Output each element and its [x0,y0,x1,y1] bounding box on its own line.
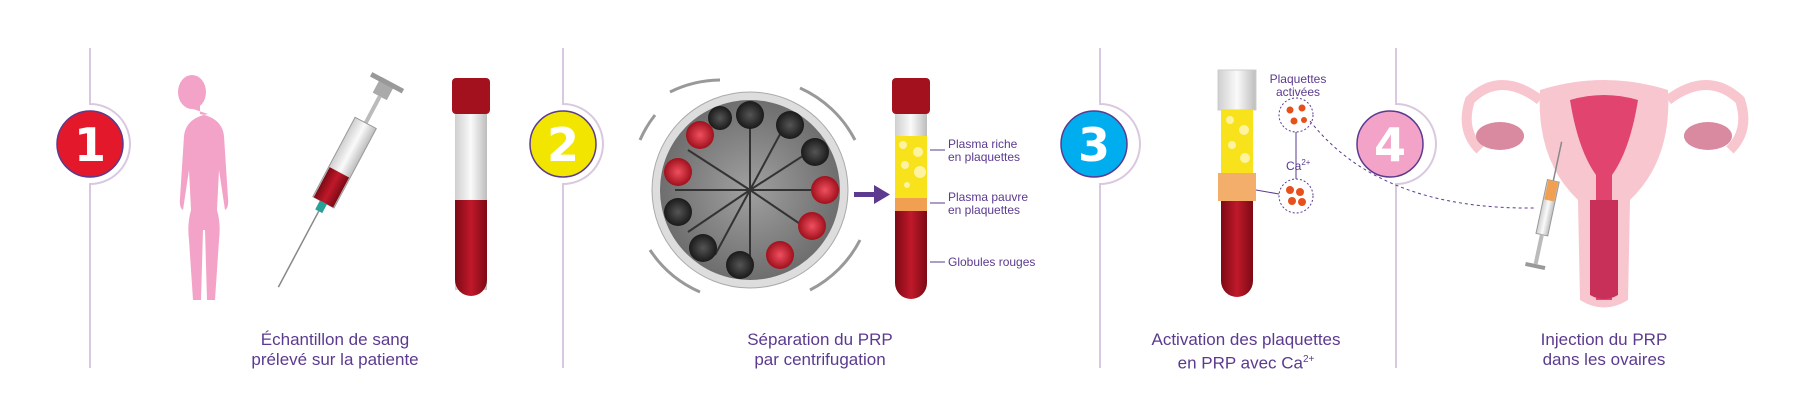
activated-platelets-icon [1278,97,1314,133]
caption-line: Injection du PRP [1540,330,1668,349]
caption-sup: 2+ [1302,354,1315,365]
label-red-blood-cells: Globules rouges [948,255,1036,269]
label-line: Plasma riche [948,137,1018,151]
blood-tube-icon [452,78,490,296]
injection-syringe-icon [1525,141,1563,271]
divider-1 [89,48,131,368]
activation-tube-icon [1217,69,1257,297]
arrow-right-icon [854,185,890,204]
patient-silhouette-icon [178,75,229,300]
label-line: activées [1275,85,1321,99]
uterus-ovaries-icon [1461,80,1749,308]
label-line: en plaquettes [948,203,1021,217]
caption-line: par centrifugation [754,350,886,369]
syringe-icon [277,72,405,288]
calcium-icon [1278,178,1314,214]
injection-path [1309,120,1536,209]
caption-line: Activation des plaquettes [1151,330,1341,349]
step-3-caption: Activation des plaquettes en PRP avec Ca2… [1116,330,1376,374]
caption-line: Échantillon de sang [260,330,410,349]
divider-4 [1395,48,1437,368]
caption-line: prélevé sur la patiente [251,350,419,369]
caption-line: dans les ovaires [1542,350,1666,369]
svg-text:2: 2 [547,118,579,172]
step-3-badge: 3 [1060,110,1128,178]
label-line: Plasma pauvre [948,190,1029,204]
label-calcium: Ca2+ [1286,156,1310,173]
label-sup: 2+ [1301,158,1311,167]
caption-line: en PRP avec Ca [1177,353,1303,373]
label-line: Plaquettes [1269,72,1327,86]
caption-line: Séparation du PRP [747,330,893,349]
divider-3 [1099,48,1141,368]
separated-tube-icon [892,78,945,299]
label-text: Ca [1286,159,1302,173]
step-1-badge: 1 [56,110,124,178]
centrifuge-icon [638,78,862,294]
svg-text:3: 3 [1078,118,1110,172]
connector-line [1255,189,1280,195]
step-4-badge: 4 [1356,110,1424,178]
svg-text:1: 1 [74,118,106,172]
label-line: en plaquettes [948,150,1021,164]
step-2-badge: 2 [529,110,597,178]
svg-text:4: 4 [1374,118,1406,172]
divider-2 [562,48,604,368]
